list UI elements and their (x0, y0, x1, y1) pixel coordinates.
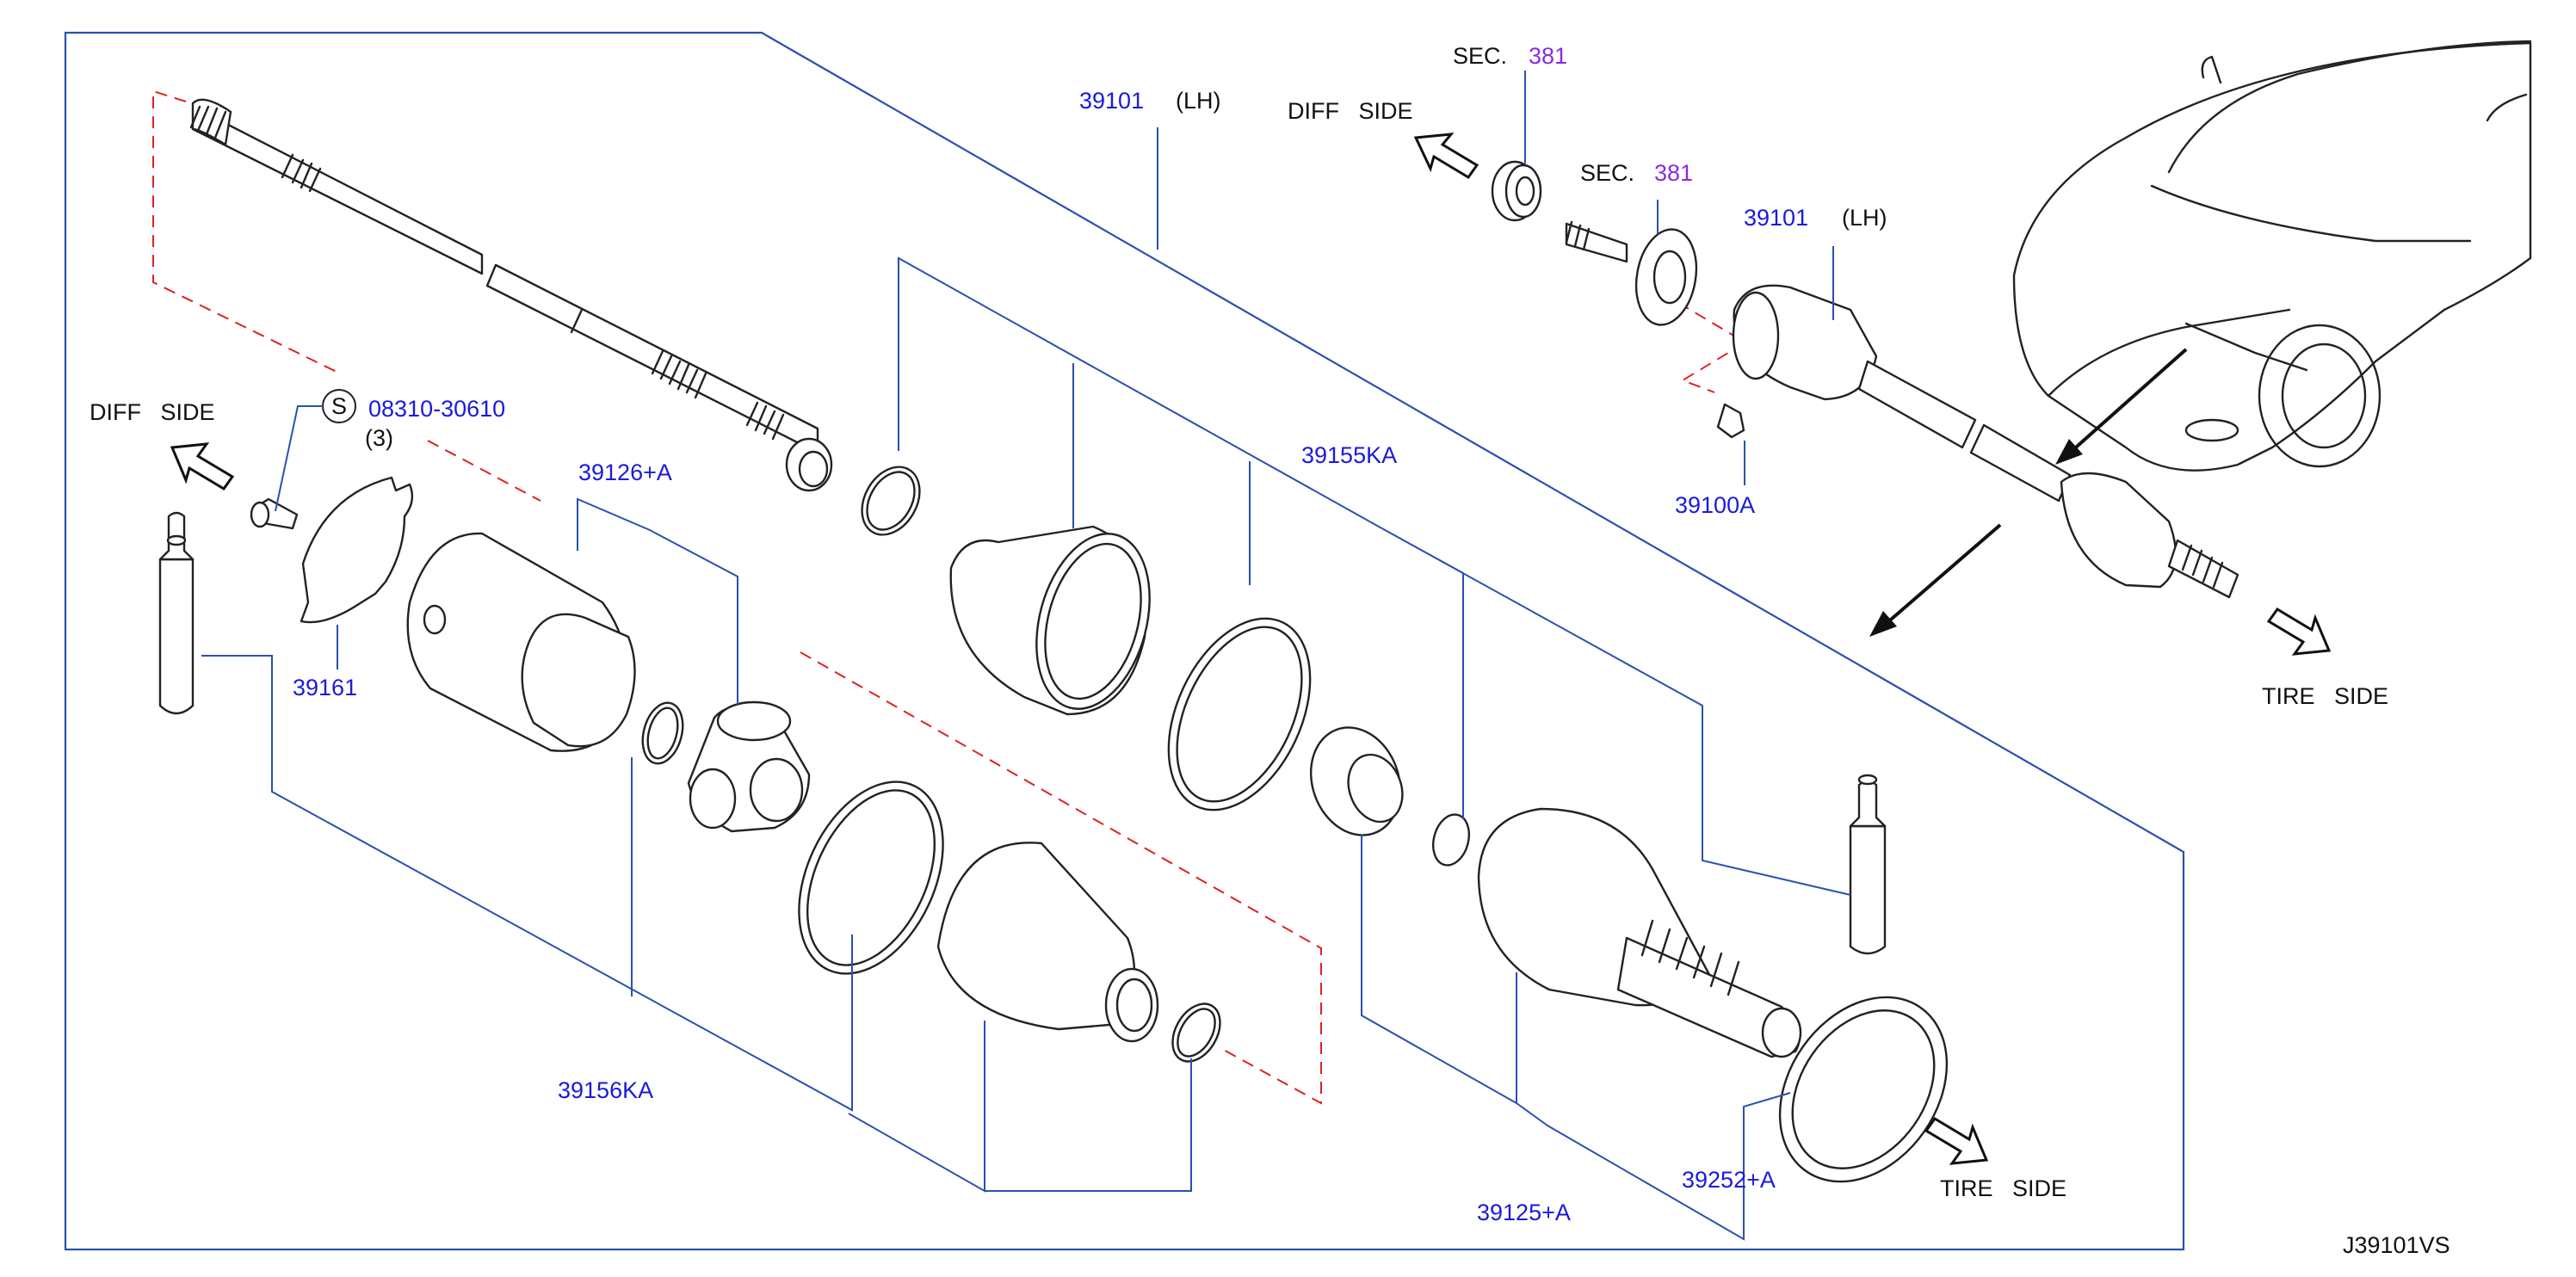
car-illustration (2012, 40, 2532, 472)
direction-arrow-upper-head (2055, 439, 2083, 465)
part-number-39126A: 39126+A (578, 460, 672, 485)
part-number-39252A: 39252+A (1682, 1167, 1776, 1193)
bearing (1491, 160, 1542, 222)
part-number-39125A: 39125+A (1477, 1200, 1571, 1225)
dust-plate (300, 476, 414, 624)
guide-line-boot (800, 651, 1322, 1105)
part-number-39101-right: 39101 (1744, 205, 1808, 231)
leader-39156KA (201, 655, 1192, 1193)
boot-band-large-inner (1176, 626, 1303, 803)
joint-housing-inner (406, 532, 636, 752)
part-number-39100A: 39100A (1675, 492, 1755, 518)
label-39101-top: 39101 (LH) (1079, 88, 1221, 114)
dust-seal-inner (1791, 1009, 1936, 1169)
part-number-39101-top: 39101 (1079, 88, 1144, 114)
guide-line-right-shaft (1660, 292, 1747, 393)
inner-race (1309, 726, 1404, 836)
direction-arrow-lower-head (1869, 611, 1897, 637)
grease-tube-left (158, 511, 195, 715)
boot-band-lower-inner (806, 789, 936, 966)
part-number-39161: 39161 (293, 675, 357, 700)
leader-bolt (275, 405, 323, 512)
part-side-39101-top: (LH) (1176, 88, 1221, 114)
bolt (250, 497, 299, 530)
part-qty-bolt: (3) (365, 425, 393, 451)
boot-lower (936, 842, 1159, 1043)
guide-line-bolt (427, 440, 541, 502)
circlip (1431, 813, 1471, 867)
part-number-39156KA: 39156KA (558, 1077, 653, 1103)
boot-band-small-inner (1177, 1008, 1216, 1058)
part-number-bolt: 08310-30610 (368, 396, 505, 422)
assembly-frame (64, 31, 2185, 1251)
snap-ring-inner (646, 706, 679, 760)
boot-band-inner-ring (866, 471, 916, 531)
label-39101-right: 39101 (LH) (1744, 205, 1887, 231)
sec-prefix-b: SEC. (1580, 160, 1634, 186)
direction-diff-side-top: DIFF SIDE (1288, 98, 1413, 124)
bolt-symbol: S (331, 393, 347, 419)
inner-shaft (189, 98, 833, 492)
sec-number-b: 381 (1654, 160, 1693, 186)
leader-39126A (577, 497, 738, 706)
boot-upper (949, 525, 1151, 716)
diagram-code: J39101VS (2343, 1232, 2450, 1258)
sec-number-a: 381 (1529, 43, 1567, 69)
label-bolt: S 08310-30610 (3) (331, 393, 505, 451)
leader-39155KA (898, 256, 1851, 896)
direction-diff-side-left: DIFF SIDE (90, 399, 215, 425)
leader-39125A (1361, 835, 1791, 1241)
part-side-39101-right: (LH) (1842, 205, 1887, 231)
direction-arrow-upper (2068, 348, 2188, 454)
diff-side-arrow-top (1413, 133, 1480, 179)
center-bearing-bracket (1565, 220, 1698, 326)
tire-side-arrow-bottom (1924, 1117, 1989, 1165)
direction-arrow-lower (1883, 523, 2002, 626)
tire-side-arrow-right (2266, 608, 2332, 656)
part-number-39155KA: 39155KA (1301, 442, 1397, 468)
diff-side-arrow-left (170, 442, 235, 490)
direction-tire-side-bottom: TIRE SIDE (1940, 1175, 2066, 1201)
outer-joint (1477, 807, 1802, 1058)
direction-tire-side-right: TIRE SIDE (2262, 683, 2388, 709)
label-sec381-b: SEC. 381 (1580, 160, 1693, 186)
label-sec381-a: SEC. 381 (1453, 43, 1567, 69)
hub-bolt (1716, 403, 1745, 439)
guide-line-shaft (152, 89, 341, 374)
assembled-driveshaft (1732, 284, 2239, 599)
sec-prefix-a: SEC. (1453, 43, 1507, 69)
spider-assembly (687, 700, 811, 833)
grease-tube-right (1849, 774, 1887, 955)
